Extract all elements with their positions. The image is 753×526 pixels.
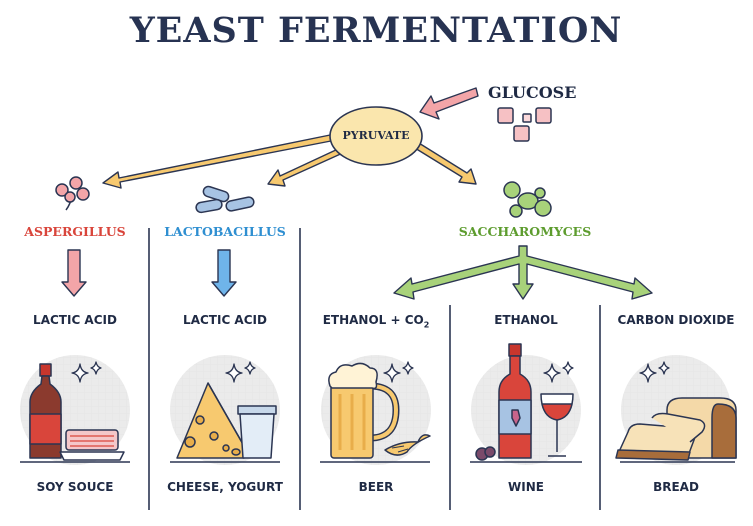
co2-subscript: 2 — [423, 320, 430, 330]
sparkle-icons — [71, 361, 670, 383]
pyruvate-label: PYRUVATE — [342, 129, 410, 142]
glucose-cubes-icon — [497, 107, 552, 142]
aspergillus-label: ASPERGILLUS — [24, 224, 126, 239]
saccharomyces-label: SACCHAROMYCES — [458, 224, 592, 239]
product-lactic-acid-2: LACTIC ACID — [183, 313, 267, 327]
lactobacillus-down-arrow — [211, 249, 237, 297]
aspergillus-icon — [55, 176, 90, 211]
food-wine: WINE — [508, 480, 544, 494]
glucose-label: GLUCOSE — [488, 83, 577, 102]
food-bread: BREAD — [653, 480, 699, 494]
beer-illustration — [328, 362, 431, 459]
product-ethanol-co2-text: ETHANOL + CO — [322, 313, 424, 327]
soy-sauce-illustration — [29, 363, 125, 461]
product-lactic-acid-1: LACTIC ACID — [33, 313, 117, 327]
food-beer: BEER — [358, 480, 394, 494]
product-carbon-dioxide: CARBON DIOXIDE — [617, 313, 735, 327]
product-ethanol-co2: ETHANOL + CO2 — [323, 313, 430, 329]
food-cheese-yogurt: CHEESE, YOGURT — [167, 480, 283, 494]
bread-illustration — [615, 397, 737, 461]
cheese-yogurt-illustration — [176, 382, 277, 459]
lactobacillus-label: LACTOBACILLUS — [164, 224, 286, 239]
wine-illustration — [475, 343, 574, 461]
arrow-to-saccharomyces — [409, 139, 477, 185]
saccharomyces-icon — [503, 181, 552, 218]
glucose-to-pyruvate-arrow — [419, 87, 479, 120]
column-dividers — [148, 228, 601, 510]
product-ethanol: ETHANOL — [494, 313, 558, 327]
food-soy-sauce: SOY SOUCE — [36, 480, 114, 494]
pyruvate-node — [329, 106, 423, 166]
page-title: YEAST FERMENTATION — [129, 10, 623, 51]
lactobacillus-icon — [195, 185, 255, 214]
saccharomyces-branch-arrows — [393, 245, 653, 300]
pyruvate-arrows — [102, 133, 477, 189]
arrow-to-aspergillus — [102, 133, 337, 189]
aspergillus-down-arrow — [61, 249, 87, 297]
